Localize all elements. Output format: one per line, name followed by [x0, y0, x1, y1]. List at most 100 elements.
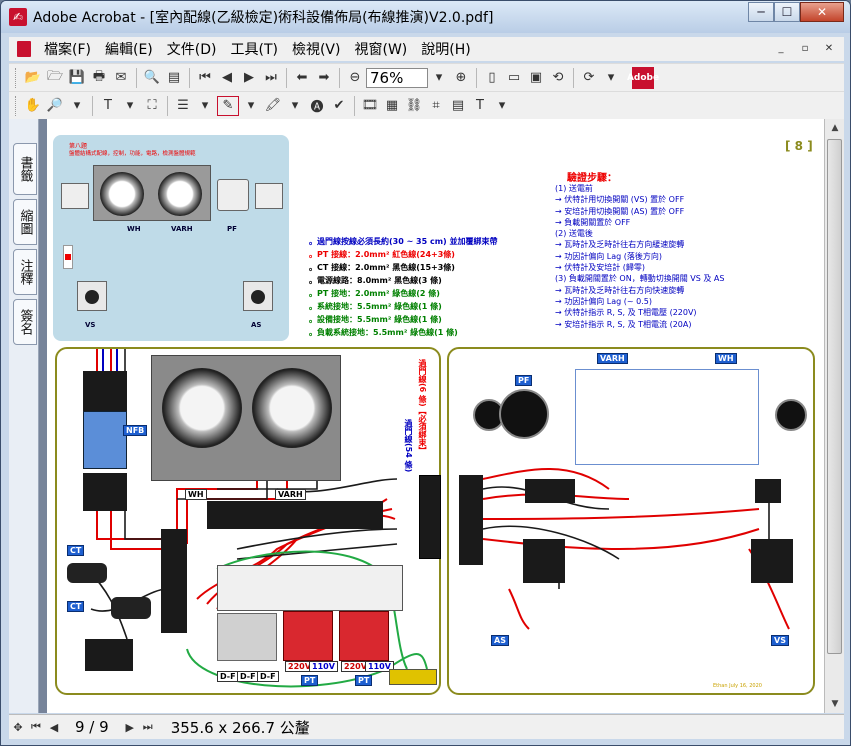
toolbar-grip[interactable]: [15, 67, 18, 88]
article-tool-icon[interactable]: ▤: [451, 98, 465, 113]
text-select-icon[interactable]: T: [104, 98, 112, 113]
maximize-button[interactable]: ☐: [774, 2, 800, 22]
fit-width-icon[interactable]: ▣: [529, 70, 543, 85]
door-wire-label-red: 過門線(6 條)【必須綁束】: [418, 359, 427, 455]
pencil-dropdown-icon[interactable]: ▾: [247, 98, 255, 113]
form-tool-icon[interactable]: ▦: [385, 98, 399, 113]
wiring-spec-list: 。過門線按線必須長約(30 ~ 35 cm) 並加覆綁束帶 。PT 接線：2.0…: [309, 235, 498, 339]
actual-size-icon[interactable]: ▯: [488, 70, 496, 85]
hand-tool-icon[interactable]: ✋: [24, 98, 42, 113]
menu-tools[interactable]: 工具(T): [230, 42, 278, 58]
spelling-icon[interactable]: ✔: [333, 98, 345, 113]
email-icon[interactable]: ✉: [115, 70, 127, 85]
save-icon[interactable]: 💾: [68, 70, 86, 85]
highlight-dropdown-icon[interactable]: ▾: [291, 98, 299, 113]
input-terminal-block: [83, 371, 127, 411]
menu-help[interactable]: 說明(H): [421, 42, 471, 58]
text-select-dropdown-icon[interactable]: ▾: [126, 98, 134, 113]
step-line: → 負載開關置於 OFF: [555, 217, 631, 227]
link-tool-icon[interactable]: ⛓: [405, 98, 423, 113]
next-view-icon[interactable]: ➡: [318, 70, 330, 85]
layout-toggle-icon[interactable]: ✥: [13, 720, 23, 734]
step-line: → 伏特計及安培計 (歸零): [555, 263, 646, 273]
meter-photo-wh-varh: [93, 165, 211, 221]
zoom-tool-icon[interactable]: 🔎: [46, 98, 64, 113]
close-button[interactable]: ✕: [800, 2, 844, 22]
toolbar-separator: [167, 95, 168, 116]
document-icon[interactable]: [17, 41, 31, 57]
status-first-page-icon[interactable]: ⏮: [31, 720, 41, 733]
toolbar-separator: [189, 67, 190, 88]
note-tool-icon[interactable]: ☰: [177, 98, 189, 113]
acrobat-app-icon[interactable]: ✍: [9, 8, 27, 26]
status-last-page-icon[interactable]: ⏭: [142, 720, 153, 733]
pt2-tap-110: 110V: [365, 661, 394, 672]
photo-label-vs: VS: [85, 321, 96, 329]
rotate-icon[interactable]: ⟳: [583, 70, 595, 85]
tab-thumbnails[interactable]: 縮圖: [13, 199, 37, 245]
scroll-down-icon[interactable]: ▼: [831, 699, 839, 709]
menu-edit[interactable]: 編輯(E): [104, 42, 153, 58]
snapshot-icon[interactable]: ⛶: [147, 98, 157, 113]
spec-load-ground: 。負載系統接地：5.5mm² 綠色線(1 條): [309, 328, 458, 337]
search-icon[interactable]: 🔍: [143, 70, 161, 85]
touchup-text-icon[interactable]: T: [476, 98, 484, 113]
rotate-dropdown-icon[interactable]: ▾: [607, 70, 615, 85]
status-prev-page-icon[interactable]: ◀: [49, 720, 59, 734]
photo-label-wh: WH: [127, 225, 141, 233]
zoom-input[interactable]: 76%: [366, 67, 428, 88]
doc-close-button[interactable]: ✕: [824, 43, 834, 54]
equipment-photo-panel: 第八題 盤體結構式配線，控制，功能，電路，檢測盤體規範 WH VARH PF V…: [53, 135, 289, 341]
touchup-dropdown-icon[interactable]: ▾: [498, 98, 506, 113]
first-page-icon[interactable]: ⏮: [199, 70, 211, 85]
note-dropdown-icon[interactable]: ▾: [201, 98, 209, 113]
pt2-label: PT: [355, 675, 373, 686]
photo-caption-title: 第八題: [69, 143, 88, 150]
page-indicator[interactable]: 9 / 9: [75, 718, 109, 736]
open-icon[interactable]: 📂: [24, 70, 42, 85]
pt1-label: PT: [301, 675, 319, 686]
step-line: (2) 送電後: [555, 229, 593, 239]
next-page-icon[interactable]: ▶: [244, 70, 254, 85]
tab-bookmarks[interactable]: 書籤: [13, 143, 37, 195]
zoom-tool-dropdown-icon[interactable]: ▾: [73, 98, 81, 113]
document-area: 書籤 縮圖 注釋 簽名 [ 8 ] 第八題 盤體結構式配線，控制，功能，電路，檢…: [9, 119, 844, 713]
scroll-up-icon[interactable]: ▲: [831, 123, 839, 133]
varh-label: VARH: [275, 489, 306, 500]
doc-minimize-button[interactable]: _: [778, 43, 784, 54]
menu-view[interactable]: 檢視(V): [291, 42, 341, 58]
zoom-dropdown-icon[interactable]: ▾: [435, 70, 443, 85]
status-next-page-icon[interactable]: ▶: [125, 720, 134, 734]
menu-window[interactable]: 視窗(W): [354, 42, 408, 58]
print-icon[interactable]: 🖶: [92, 68, 106, 84]
organizer-icon[interactable]: 🗁: [46, 68, 64, 84]
toolbar-grip[interactable]: [15, 95, 18, 116]
scroll-thumb[interactable]: [827, 139, 842, 654]
status-bar: ✥ ⏮ ◀ 9 / 9 ▶ ⏭ 355.6 x 266.7 公釐: [9, 714, 844, 739]
tab-signatures[interactable]: 簽名: [13, 299, 37, 345]
ct2-transformer: [111, 597, 151, 619]
tab-comments[interactable]: 注釋: [13, 249, 37, 295]
previous-view-icon[interactable]: ⬅: [296, 70, 308, 85]
minimize-button[interactable]: ─: [748, 2, 774, 22]
zoom-in-icon[interactable]: ⊕: [455, 70, 467, 85]
fit-page-icon[interactable]: ▭: [507, 70, 521, 85]
spec-system-ground: 。系統接地：5.5mm² 綠色線(1 條): [309, 302, 442, 311]
movie-tool-icon[interactable]: 🎞: [361, 98, 379, 113]
df1-label: D-F: [217, 671, 239, 682]
menu-file[interactable]: 檔案(F): [44, 42, 91, 58]
menu-document[interactable]: 文件(D): [166, 42, 217, 58]
pencil-tool-icon[interactable]: ✎: [217, 95, 239, 116]
doc-restore-button[interactable]: ▫: [801, 43, 809, 54]
indicator-lamp: [63, 245, 73, 269]
crop-tool-icon[interactable]: ⌗: [432, 98, 440, 113]
vertical-scrollbar[interactable]: ▲ ▼: [824, 119, 844, 713]
navigation-pane-icon[interactable]: ▤: [167, 70, 181, 85]
nfb-breaker: [83, 411, 127, 469]
last-page-icon[interactable]: ⏭: [265, 70, 277, 85]
stamp-tool-icon[interactable]: 🅐: [310, 100, 324, 115]
highlight-tool-icon[interactable]: 🖍: [264, 98, 282, 113]
previous-page-icon[interactable]: ◀: [222, 70, 232, 85]
reflow-icon[interactable]: ⟲: [552, 70, 564, 85]
zoom-out-icon[interactable]: ⊖: [349, 70, 361, 85]
